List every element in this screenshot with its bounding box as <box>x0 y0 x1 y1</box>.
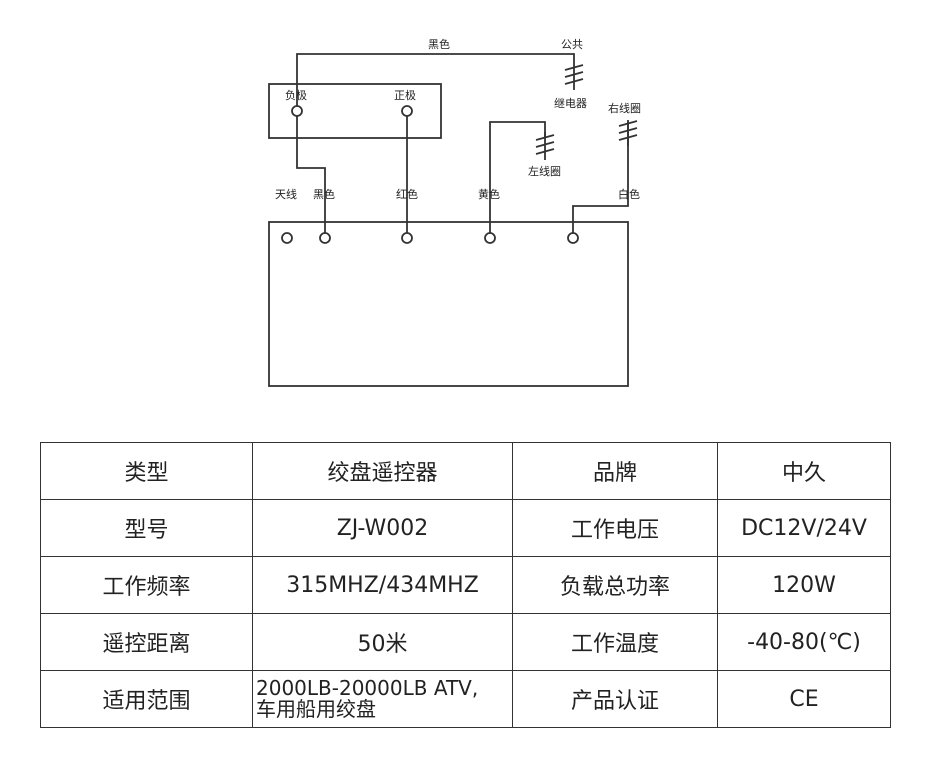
spec-value: DC12V/24V <box>717 499 891 557</box>
negative-terminal <box>291 105 303 117</box>
label-positive: 正极 <box>394 88 416 102</box>
spec-key: 品牌 <box>512 442 718 500</box>
spec-value: 50米 <box>252 613 513 671</box>
table-row: 适用范围 2000LB-20000LB ATV, 车用船用绞盘 产品认证 CE <box>40 670 891 728</box>
spec-value-line-1: 2000LB-20000LB ATV, <box>256 676 479 700</box>
spec-value: -40-80(℃) <box>717 613 891 671</box>
table-row: 遥控距离 50米 工作温度 -40-80(℃) <box>40 613 891 671</box>
left-coil <box>535 132 555 160</box>
spec-key: 工作温度 <box>512 613 718 671</box>
label-antenna: 天线 <box>275 187 297 201</box>
label-left-coil: 左线圈 <box>528 164 561 178</box>
spec-key: 工作电压 <box>512 499 718 557</box>
spec-value: 绞盘遥控器 <box>252 442 513 500</box>
label-common: 公共 <box>561 38 583 51</box>
black-wire-controller <box>296 111 326 238</box>
wiring-diagram: 黑色 公共 继电器 负极 正极 右线圈 左线圈 天线 黑色 红色 黄色 白色 <box>268 37 641 387</box>
controller-box <box>268 221 629 387</box>
table-row: 工作频率 315MHZ/434MHZ 负载总功率 120W <box>40 556 891 614</box>
label-negative: 负极 <box>285 88 307 102</box>
label-red: 红色 <box>396 187 418 201</box>
red-terminal <box>401 232 413 244</box>
label-right-coil: 右线圈 <box>608 101 641 115</box>
spec-key: 遥控距离 <box>40 613 253 671</box>
spec-value: 315MHZ/434MHZ <box>252 556 513 614</box>
spec-key: 产品认证 <box>512 670 718 728</box>
yellow-wire <box>489 121 546 238</box>
spec-value-line-2: 车用船用绞盘 <box>256 697 376 721</box>
antenna-terminal <box>281 232 293 244</box>
white-wire <box>572 122 629 238</box>
yellow-terminal <box>484 232 496 244</box>
spec-value-multiline: 2000LB-20000LB ATV, 车用船用绞盘 <box>252 670 513 728</box>
spec-value: 中久 <box>717 442 891 500</box>
spec-key: 工作频率 <box>40 556 253 614</box>
spec-value: 120W <box>717 556 891 614</box>
spec-value: ZJ-W002 <box>252 499 513 557</box>
spec-key: 型号 <box>40 499 253 557</box>
table-row: 型号 ZJ-W002 工作电压 DC12V/24V <box>40 499 891 557</box>
spec-key: 类型 <box>40 442 253 500</box>
battery-box <box>268 83 442 139</box>
label-relay: 继电器 <box>554 97 587 110</box>
white-terminal <box>567 232 579 244</box>
table-row: 类型 绞盘遥控器 品牌 中久 <box>40 442 891 500</box>
label-white: 白色 <box>618 187 640 201</box>
black-wire-top <box>296 53 575 111</box>
spec-table: 类型 绞盘遥控器 品牌 中久 型号 ZJ-W002 工作电压 DC12V/24V… <box>40 442 891 728</box>
label-yellow: 黄色 <box>478 187 500 201</box>
spec-key: 负载总功率 <box>512 556 718 614</box>
black-terminal <box>319 232 331 244</box>
right-coil <box>618 120 638 146</box>
label-top-wire: 黑色 <box>428 37 450 51</box>
label-black: 黑色 <box>313 187 335 201</box>
positive-terminal <box>401 105 413 117</box>
spec-value: CE <box>717 670 891 728</box>
spec-key: 适用范围 <box>40 670 253 728</box>
relay-coil <box>564 64 584 90</box>
